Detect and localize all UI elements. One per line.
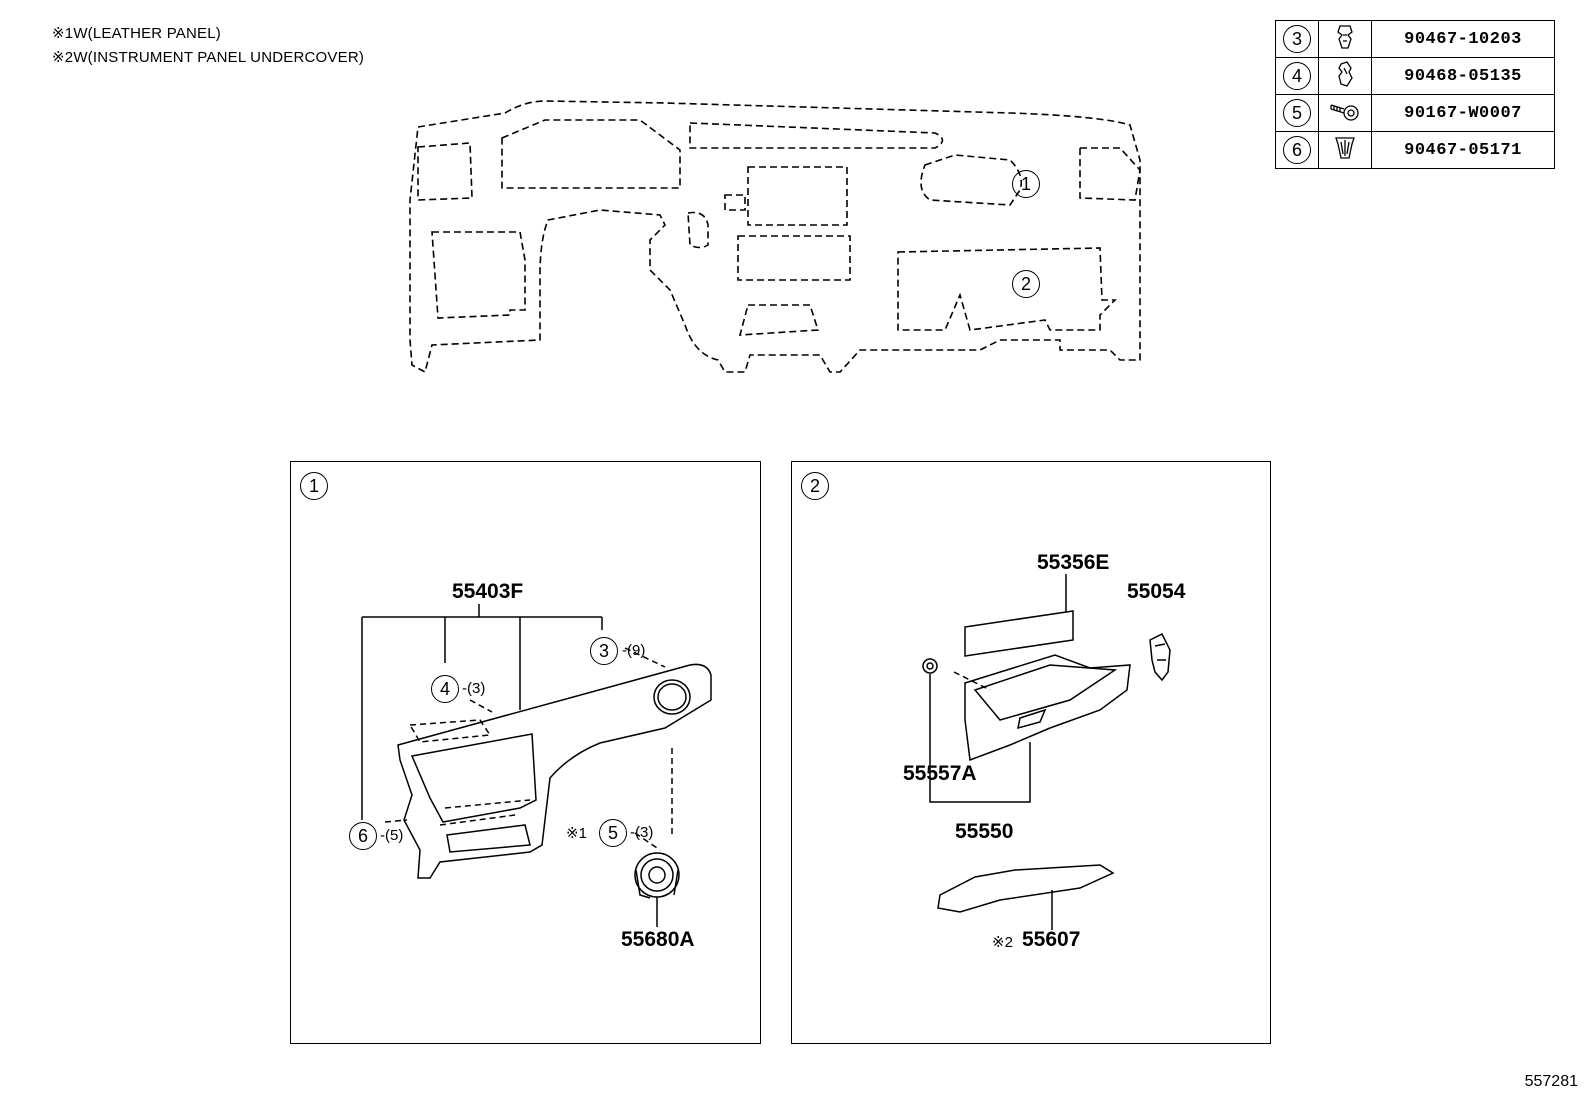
dash-lines <box>384 647 673 851</box>
glovebox-cutout <box>897 247 1117 331</box>
mark-note-1: ※1 <box>566 825 587 842</box>
leader-lines <box>361 604 603 820</box>
part-number-cell: 90468-05135 <box>1371 57 1555 95</box>
diagram-id: 557281 <box>1524 1073 1578 1090</box>
instrument-panel-overview <box>409 100 1141 374</box>
top-slot <box>689 122 944 149</box>
center-panel <box>737 235 851 281</box>
part-number-cell: 90467-10203 <box>1371 20 1555 58</box>
lower-opening <box>446 824 531 853</box>
part-55557A: 55557A <box>903 762 977 785</box>
mark-note-2: ※2 <box>992 934 1013 951</box>
glovebox-handle <box>1017 708 1047 730</box>
glovebox-inner <box>973 664 1118 721</box>
callout-ref-4: 4 <box>431 675 459 703</box>
fastener-table: 3 90467-10203 4 90468-05135 5 90167-W000… <box>1275 20 1555 169</box>
table-row: 3 90467-10203 <box>1275 20 1555 58</box>
qty-ref-3: -(9) <box>622 642 646 659</box>
left-vent <box>417 142 473 201</box>
screw-icon <box>1318 94 1372 132</box>
small-knob <box>724 194 746 211</box>
qty-ref-5: -(3) <box>630 824 654 841</box>
part-55680A: 55680A <box>621 928 695 951</box>
speaker-opening-ring <box>653 679 691 715</box>
table-row: 6 90467-05171 <box>1275 131 1555 169</box>
dash-outline <box>409 100 1141 374</box>
display-cutout <box>747 166 848 226</box>
callout-ref-3: 3 <box>590 637 618 665</box>
lower-center <box>738 304 820 336</box>
undercover <box>937 864 1115 913</box>
clip-icon <box>1318 20 1372 58</box>
ref-cell: 6 <box>1275 131 1319 169</box>
part-55550: 55550 <box>955 820 1014 843</box>
latch-icon <box>1149 632 1171 682</box>
part-55403F: 55403F <box>452 580 524 603</box>
stopper-leader <box>929 674 1031 803</box>
qty-ref-4: -(3) <box>462 680 486 697</box>
detail-panel-2: 2 <box>791 461 1271 1044</box>
cluster-cutout <box>501 119 681 189</box>
ref-cell: 3 <box>1275 20 1319 58</box>
glovebox <box>964 654 1131 762</box>
dash-bracket <box>408 719 531 826</box>
right-upper-cutout <box>920 154 1023 206</box>
overview-callout-1: 1 <box>1012 170 1040 198</box>
qty-ref-6: -(5) <box>380 827 404 844</box>
right-vent <box>1079 147 1141 201</box>
table-row: 4 90468-05135 <box>1275 57 1555 95</box>
panel-number: 1 <box>300 472 328 500</box>
left-knee-cutout <box>431 231 526 319</box>
inner-opening <box>410 733 537 823</box>
callout-ref-6: 6 <box>349 822 377 850</box>
part-55607: 55607 <box>1022 928 1081 951</box>
hazard-cutout <box>687 211 709 249</box>
speaker-opening <box>657 683 687 711</box>
note-leather-panel: ※1W(LEATHER PANEL) <box>52 25 221 42</box>
part-55356E: 55356E <box>1037 551 1110 574</box>
detail-panel-1: 1 <box>290 461 761 1044</box>
stopper-icon <box>922 658 938 674</box>
part-number-cell: 90467-05171 <box>1371 131 1555 169</box>
callout-ref-5: 5 <box>599 819 627 847</box>
part-55054: 55054 <box>1127 580 1186 603</box>
pad <box>964 610 1074 657</box>
panel-number: 2 <box>801 472 829 500</box>
overview-callout-2: 2 <box>1012 270 1040 298</box>
ref-cell: 5 <box>1275 94 1319 132</box>
upper-trim-panel <box>397 663 712 879</box>
note-undercover: ※2W(INSTRUMENT PANEL UNDERCOVER) <box>52 49 365 66</box>
